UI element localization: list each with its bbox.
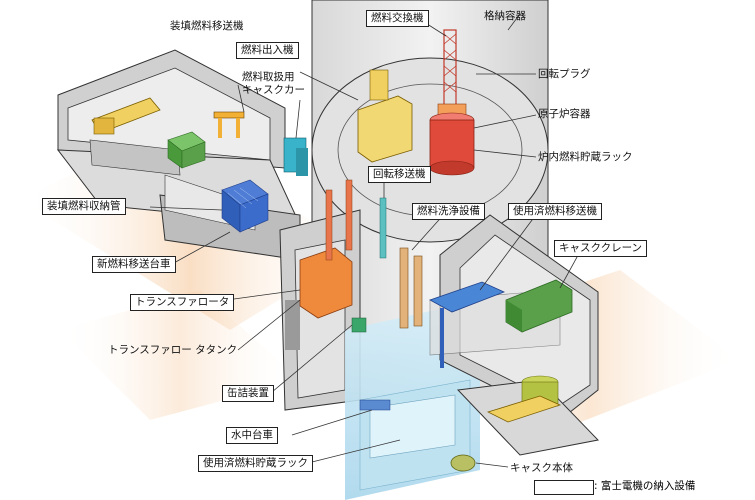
label-canning-equipment: 缶詰装置 [222, 385, 274, 402]
label-spent-fuel-transfer-machine: 使用済燃料移送機 [508, 203, 602, 220]
label-fuel-handling-machine: 燃料交換機 [366, 10, 429, 27]
spent-fuel-storage-rack [311, 439, 401, 463]
label-fuel-handling-cask-car: 燃料取扱用 キャスクカー [242, 71, 305, 96]
label-cask-crane: キャスククレーン [554, 240, 648, 257]
legend-text: : 富士電機の納入設備 [594, 480, 696, 492]
legend-swatch [534, 480, 594, 495]
label-loaded-fuel-transfer-machine: 装填燃料移送機 [170, 20, 244, 32]
label-reactor-vessel: 原子炉容器 [538, 108, 591, 120]
underwater-cart [291, 399, 391, 436]
label-rotary-transfer-machine: 回転移送機 [368, 166, 431, 183]
green-fuel-block [167, 131, 206, 169]
loaded-fuel-transfer-machine [213, 84, 245, 138]
label-underwater-cart: 水中台車 [226, 427, 278, 444]
cask-crane [505, 247, 583, 333]
label-rotating-plug: 回転プラグ [538, 68, 591, 80]
label-spent-fuel-storage-rack: 使用済燃料貯蔵ラック [198, 455, 313, 472]
loaded-fuel-storage-tubes [221, 179, 269, 233]
rotating-plug-and-reactor-vessel [429, 73, 537, 176]
fuel-entry-machine [299, 69, 413, 163]
rotary-transfer-machine [379, 182, 387, 259]
new-fuel-transfer-cart [91, 97, 161, 135]
label-cask-body: キャスク本体 [510, 462, 573, 474]
label-transfer-rotor: トランスファロータ [130, 294, 235, 311]
fuel-handling-cask-car [283, 99, 308, 176]
label-transfer-rotor-tank: トランスファロー タタンク [108, 344, 238, 356]
label-fuel-washing-equipment: 燃料洗浄設備 [412, 203, 485, 220]
label-loaded-fuel-storage-tube: 装填燃料収納管 [42, 198, 126, 215]
leader-lines [149, 13, 521, 351]
cask-on-cart [486, 375, 562, 423]
cask-body [450, 454, 509, 472]
label-in-vessel-storage-rack: 炉内燃料貯蔵ラック [538, 151, 633, 163]
label-new-fuel-transfer-cart: 新燃料移送台車 [92, 256, 176, 273]
spent-fuel-transfer-machine [429, 211, 539, 368]
transfer-rotor [211, 179, 353, 319]
label-fuel-entry-machine: 燃料出入機 [236, 42, 299, 59]
label-containment-vessel: 格納容器 [484, 10, 526, 22]
canning-equipment [271, 317, 367, 393]
